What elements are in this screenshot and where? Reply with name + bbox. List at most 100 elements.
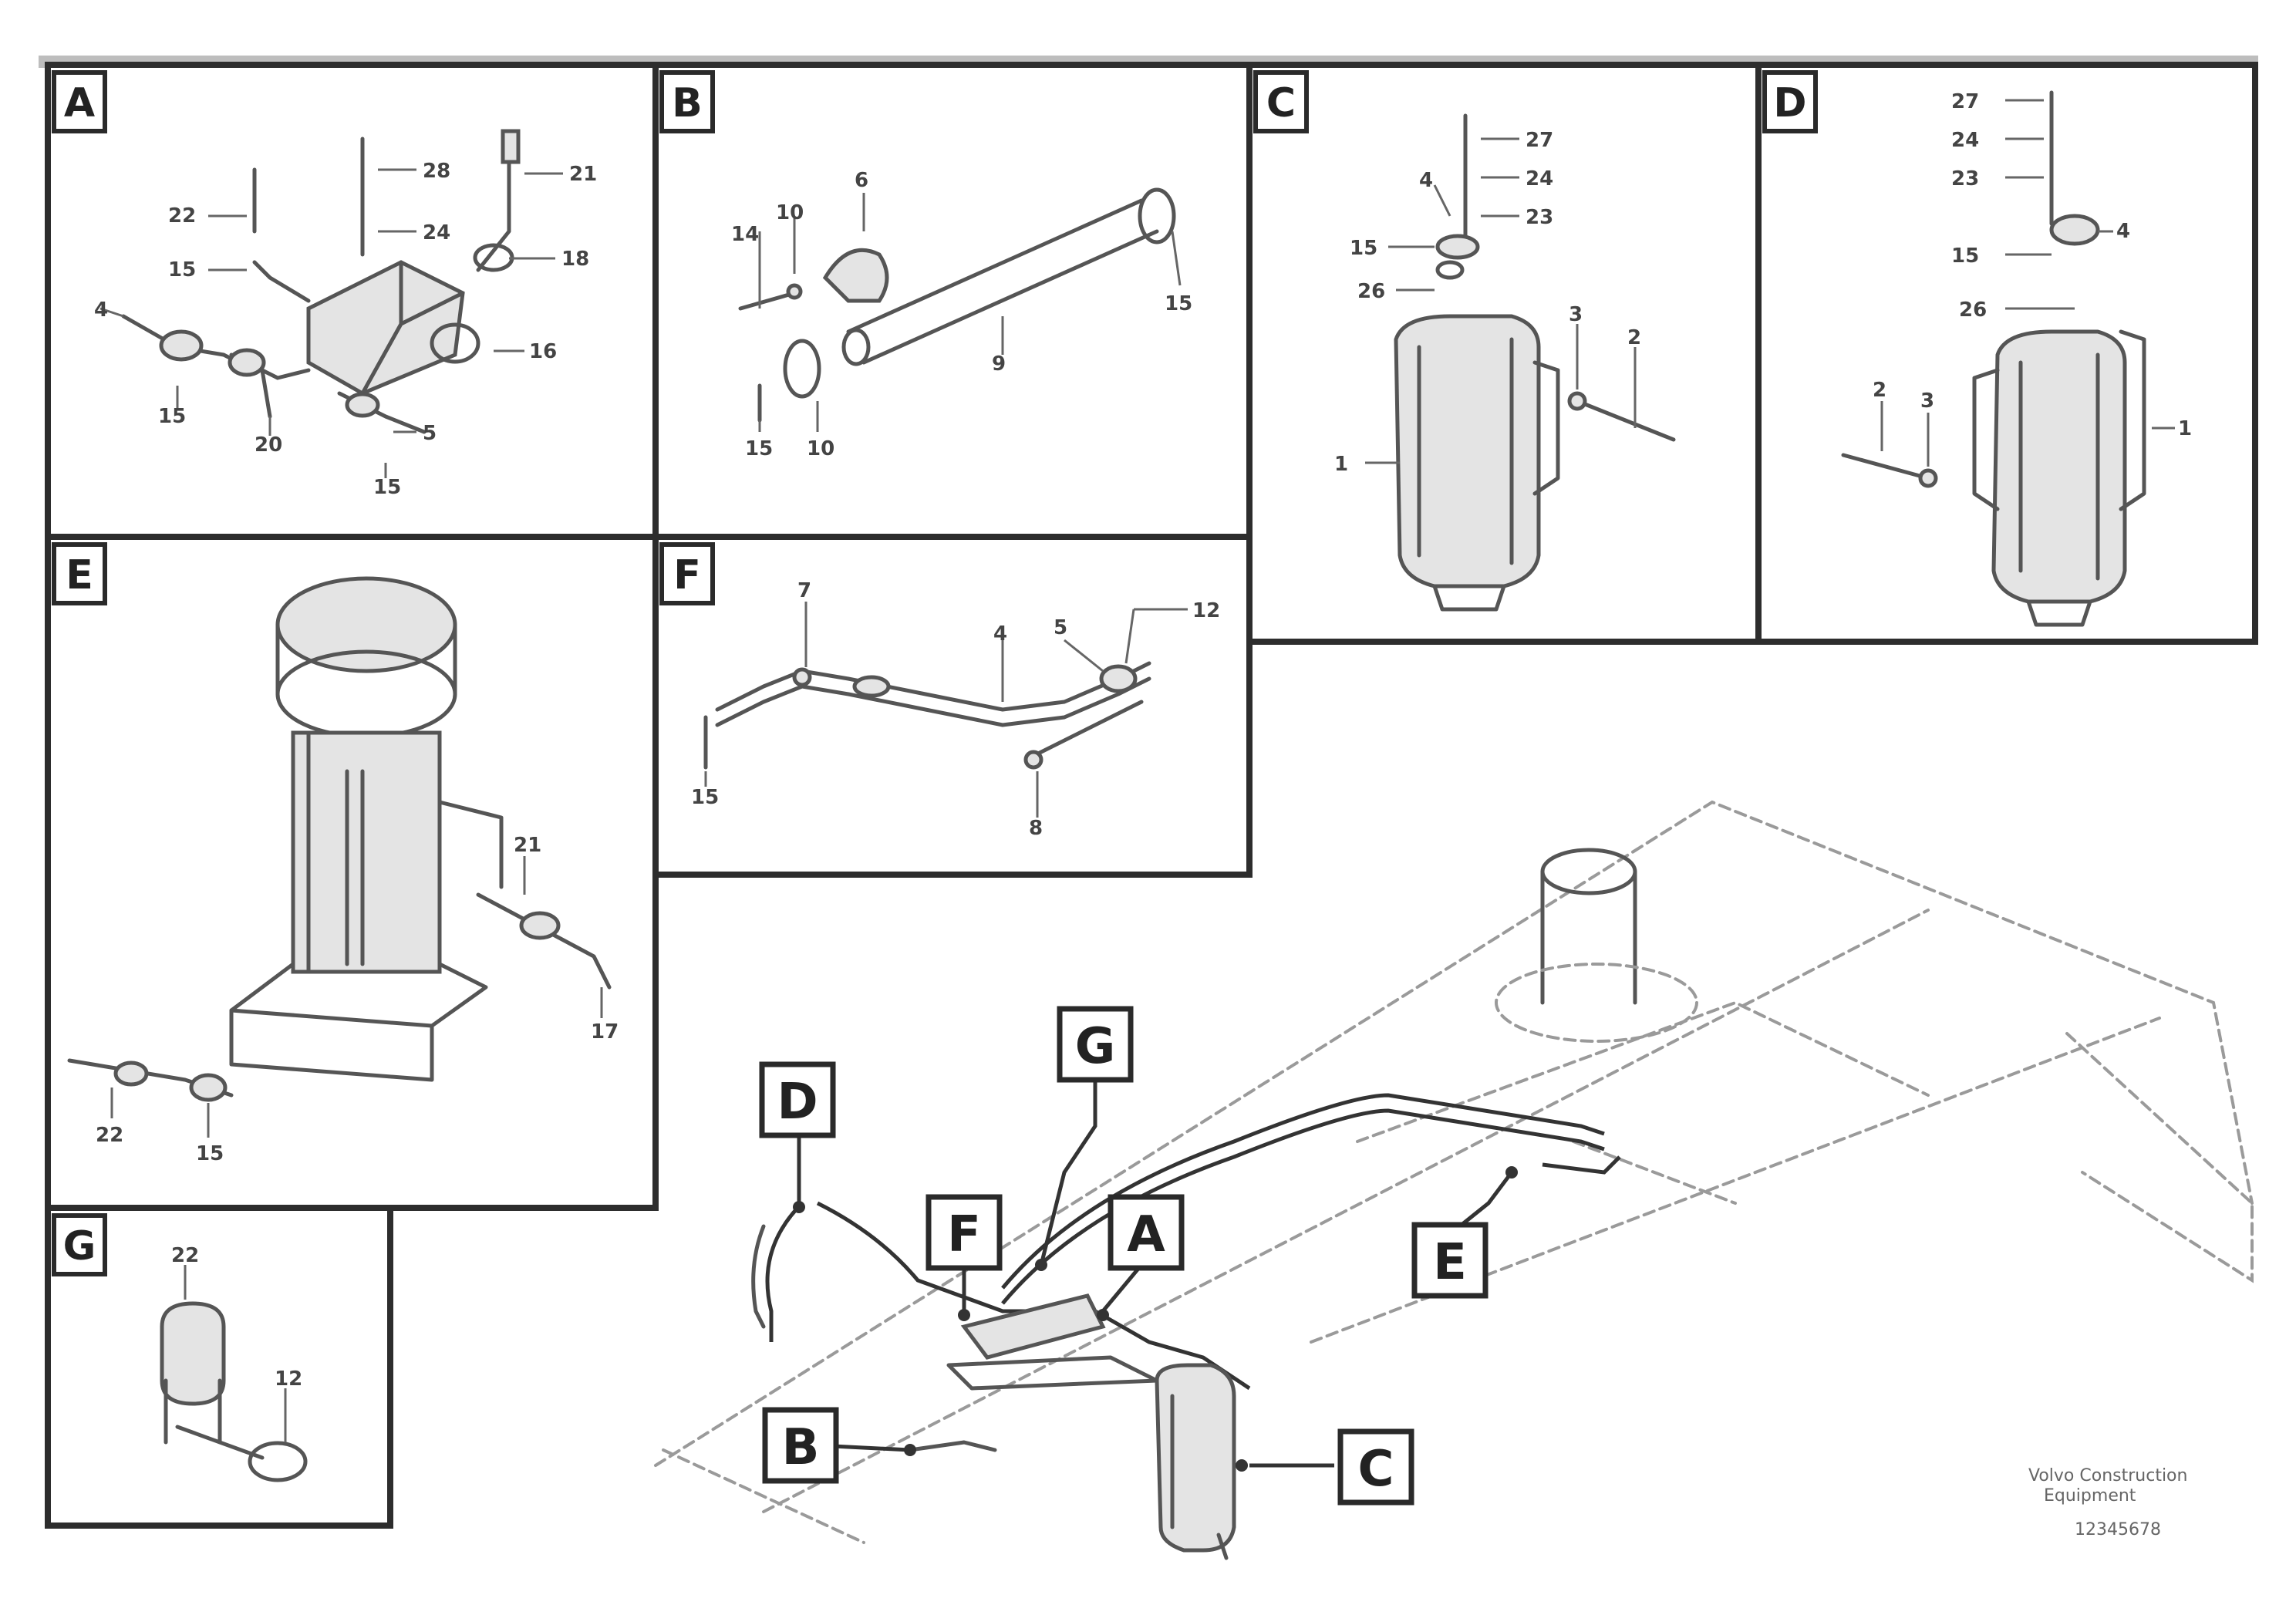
svg-text:A: A <box>1127 1206 1165 1263</box>
callout-e: E <box>1411 1222 1489 1299</box>
svg-text:27: 27 <box>1951 90 1979 113</box>
svg-text:23: 23 <box>1526 206 1553 229</box>
svg-text:24: 24 <box>1526 167 1553 191</box>
svg-text:24: 24 <box>423 221 450 244</box>
panel-d-drawing <box>1841 90 2175 627</box>
callout-g: G <box>1057 1006 1134 1083</box>
panel-g-labels: 22 12 <box>171 1244 302 1391</box>
svg-text:B: B <box>672 80 703 126</box>
svg-text:C: C <box>1266 80 1296 126</box>
svg-text:23: 23 <box>1951 167 1979 191</box>
svg-text:15: 15 <box>1165 292 1192 315</box>
svg-text:7: 7 <box>797 579 811 602</box>
drawing-reference: Volvo Construction Equipment 12345678 <box>2028 1466 2187 1539</box>
svg-text:D: D <box>777 1074 818 1131</box>
svg-text:22: 22 <box>171 1244 199 1267</box>
panel-tag-e: E <box>52 542 107 605</box>
svg-text:12: 12 <box>1192 599 1220 622</box>
panel-d-frame <box>1755 62 2258 645</box>
svg-text:15: 15 <box>691 786 719 809</box>
svg-text:5: 5 <box>423 422 437 445</box>
drawing-code: 12345678 <box>2075 1520 2161 1539</box>
svg-text:9: 9 <box>992 352 1006 376</box>
panel-c-drawing <box>1365 113 1676 612</box>
svg-text:24: 24 <box>1951 129 1979 152</box>
panel-e-labels: 21 17 22 15 <box>96 834 619 1165</box>
panel-tag-g: G <box>52 1213 107 1276</box>
svg-text:15: 15 <box>745 437 773 460</box>
svg-text:E: E <box>1433 1234 1467 1291</box>
panel-tag-c: C <box>1253 70 1309 133</box>
svg-text:15: 15 <box>168 258 196 282</box>
svg-text:16: 16 <box>529 340 557 363</box>
svg-text:27: 27 <box>1526 129 1553 152</box>
svg-text:6: 6 <box>855 169 868 192</box>
footer-line-1: Volvo Construction <box>2028 1466 2187 1485</box>
panel-f-drawing <box>703 602 1188 818</box>
callout-f: F <box>925 1194 1003 1271</box>
panel-tag-b: B <box>659 70 715 133</box>
callout-a: A <box>1108 1194 1185 1271</box>
panel-e-drawing <box>67 576 612 1138</box>
svg-text:E: E <box>66 552 93 599</box>
svg-text:20: 20 <box>255 433 282 457</box>
callout-leaders <box>793 1080 1518 1472</box>
svg-text:2: 2 <box>1873 379 1886 402</box>
panel-tag-d: D <box>1762 70 1818 133</box>
svg-text:3: 3 <box>1920 389 1934 413</box>
panel-f-frame <box>652 534 1253 878</box>
svg-text:G: G <box>63 1223 96 1270</box>
panel-tag-f: F <box>659 542 715 605</box>
svg-text:28: 28 <box>423 160 450 183</box>
panel-b-frame <box>652 62 1253 540</box>
svg-text:10: 10 <box>776 201 804 224</box>
svg-text:4: 4 <box>1419 169 1433 192</box>
svg-text:F: F <box>947 1206 981 1263</box>
panel-f-labels: 7 4 5 12 15 8 <box>691 579 1220 840</box>
panel-b-drawing <box>738 187 1182 432</box>
svg-text:21: 21 <box>569 163 597 186</box>
svg-text:26: 26 <box>1959 298 1987 322</box>
svg-text:1: 1 <box>2178 417 2192 440</box>
svg-text:18: 18 <box>561 248 589 271</box>
svg-text:21: 21 <box>514 834 541 857</box>
svg-text:15: 15 <box>373 476 401 499</box>
svg-text:3: 3 <box>1569 303 1583 326</box>
svg-text:8: 8 <box>1029 817 1043 840</box>
svg-text:4: 4 <box>993 622 1007 646</box>
svg-text:12: 12 <box>275 1367 302 1391</box>
svg-text:14: 14 <box>731 223 759 246</box>
svg-text:26: 26 <box>1357 280 1385 303</box>
callout-d: D <box>759 1061 836 1138</box>
svg-text:1: 1 <box>1334 453 1348 476</box>
footer-line-2: Equipment <box>2044 1486 2136 1506</box>
svg-text:15: 15 <box>1350 237 1377 260</box>
panel-a-labels: 28 21 22 24 15 18 4 16 15 20 5 15 <box>94 160 597 499</box>
panel-a-drawing <box>99 129 563 478</box>
machine-overview-drawing <box>654 800 2254 1560</box>
svg-text:B: B <box>782 1419 820 1476</box>
svg-text:22: 22 <box>96 1124 123 1147</box>
svg-text:15: 15 <box>196 1142 224 1165</box>
svg-text:2: 2 <box>1627 326 1641 349</box>
svg-text:G: G <box>1075 1018 1116 1075</box>
svg-text:F: F <box>673 552 701 599</box>
panel-g-frame <box>45 1205 393 1529</box>
svg-text:17: 17 <box>591 1020 619 1044</box>
svg-text:15: 15 <box>158 405 186 428</box>
panel-d-labels: 27 24 23 4 15 26 2 3 1 <box>1873 90 2192 440</box>
svg-text:A: A <box>64 80 95 126</box>
svg-text:22: 22 <box>168 204 196 228</box>
callout-b: B <box>762 1407 839 1484</box>
panel-g-drawing <box>160 1265 308 1482</box>
callout-c: C <box>1337 1428 1414 1506</box>
svg-text:10: 10 <box>807 437 834 460</box>
svg-text:15: 15 <box>1951 244 1979 268</box>
svg-text:4: 4 <box>2116 220 2130 243</box>
svg-text:5: 5 <box>1054 616 1067 639</box>
panel-c-labels: 27 24 23 4 15 26 3 2 1 <box>1334 129 1641 476</box>
svg-text:D: D <box>1773 80 1806 126</box>
panel-b-labels: 6 10 14 15 9 15 10 <box>731 169 1192 460</box>
panel-frames <box>39 56 2258 1529</box>
